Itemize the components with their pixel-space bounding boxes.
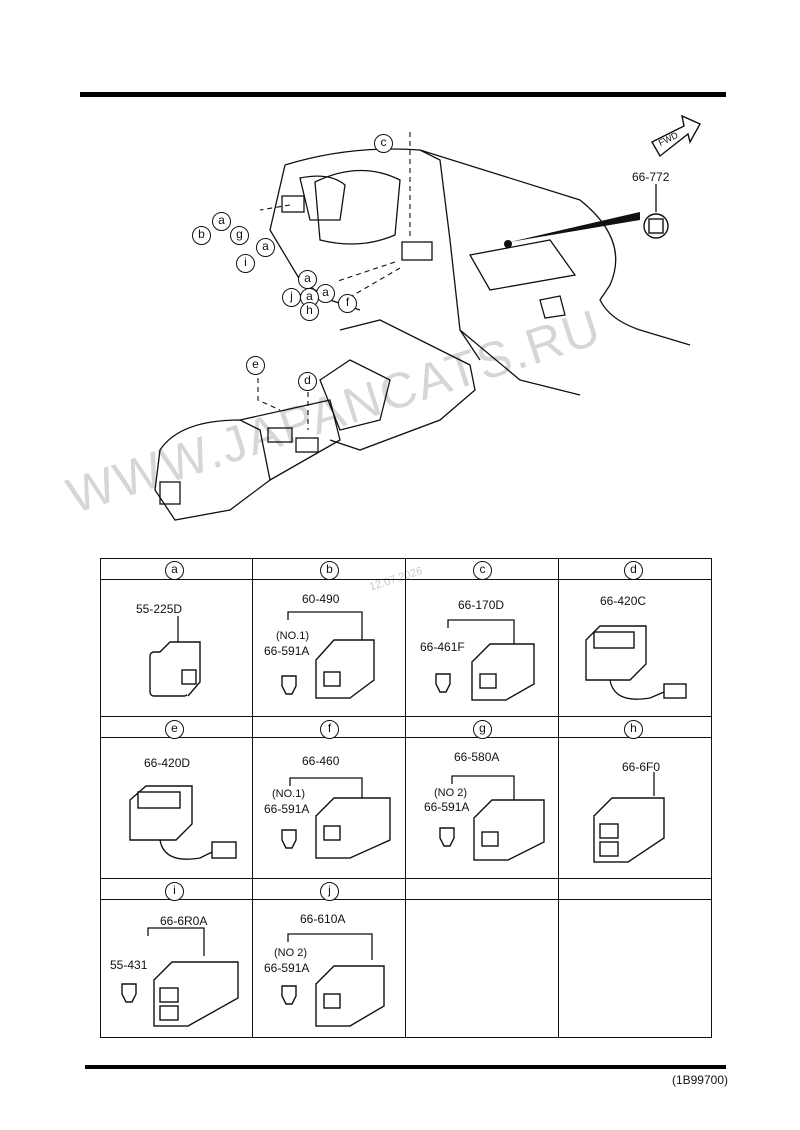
overview-callout-a2: a bbox=[256, 238, 275, 257]
overview-callout-i: i bbox=[236, 254, 255, 273]
part-label: 60-490 bbox=[302, 592, 340, 606]
part-label: 66-460 bbox=[302, 754, 340, 768]
part-label: 66-610A bbox=[300, 912, 346, 926]
part-label: 66-420D bbox=[144, 756, 191, 770]
overview-callout-a4: a bbox=[316, 284, 335, 303]
cell-letter-e: e bbox=[165, 720, 184, 739]
overview-callout-a3: a bbox=[298, 270, 317, 289]
part-label: (NO 2) bbox=[434, 787, 467, 799]
cell-letter-j: j bbox=[320, 882, 339, 901]
part-label: 66-170D bbox=[458, 598, 505, 612]
dashboard-overview-illustration bbox=[154, 114, 701, 521]
overview-callout-a1: a bbox=[212, 212, 231, 231]
part-label: 66-580A bbox=[454, 750, 500, 764]
cell-letter-d: d bbox=[624, 561, 643, 580]
cell-letter-c: c bbox=[473, 561, 492, 580]
overview-callout-f: f bbox=[338, 294, 357, 313]
overview-callout-c: c bbox=[374, 134, 393, 153]
part-label: 66-591A bbox=[264, 802, 310, 816]
part-label: (NO 2) bbox=[274, 947, 307, 959]
part-66-772-illustration bbox=[643, 213, 669, 239]
part-label: 66-461F bbox=[420, 640, 465, 654]
part-label: 66-591A bbox=[264, 644, 310, 658]
part-label: 66-6F0 bbox=[622, 760, 661, 774]
overview-callout-j: j bbox=[282, 288, 301, 307]
part-label: 55-431 bbox=[110, 958, 148, 972]
cell-letter-a: a bbox=[165, 561, 184, 580]
fwd-arrow-icon bbox=[651, 114, 701, 158]
part-label: 66-6R0A bbox=[160, 914, 208, 928]
overview-callout-h: h bbox=[300, 302, 319, 321]
part-label: 55-225D bbox=[136, 602, 183, 616]
part-label: (NO.1) bbox=[276, 630, 309, 642]
part-label: 66-591A bbox=[264, 961, 310, 975]
top-part-label: 66-772 bbox=[632, 170, 670, 184]
overview-callout-b: b bbox=[192, 226, 211, 245]
overview-callout-g: g bbox=[230, 226, 249, 245]
overview-callout-d: d bbox=[298, 372, 317, 391]
bottom-rule bbox=[85, 1065, 726, 1069]
cell-letter-i: i bbox=[165, 882, 184, 901]
cell-letter-h: h bbox=[624, 720, 643, 739]
top-rule bbox=[80, 92, 726, 97]
cell-letter-b: b bbox=[320, 561, 339, 580]
part-label: (NO.1) bbox=[272, 788, 305, 800]
part-label: 66-420C bbox=[600, 594, 647, 608]
part-label: 66-591A bbox=[424, 800, 470, 814]
cell-letter-f: f bbox=[320, 720, 339, 739]
document-code: (1B99700) bbox=[671, 1073, 728, 1087]
cell-letter-g: g bbox=[473, 720, 492, 739]
parts-table bbox=[100, 558, 712, 1038]
overview-callout-e: e bbox=[246, 356, 265, 375]
